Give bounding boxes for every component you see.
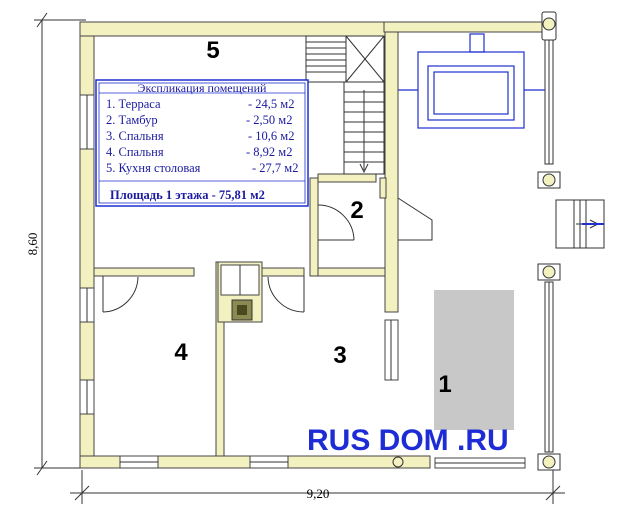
watermark: RUS DOM .RU (307, 424, 509, 457)
room-number-3: 3 (333, 342, 346, 369)
width-dimension: 9,20 (70, 470, 565, 504)
terrace-steps (555, 199, 605, 249)
explication-table: Экспликация помещений 1. Терраса - 24,5 … (95, 79, 309, 207)
terrace-railing (392, 11, 561, 471)
height-dimension: 8,60 (25, 12, 86, 476)
room-number-4: 4 (174, 339, 188, 366)
explication-item-1-name: 1. Терраса (106, 97, 161, 111)
room-number-5: 5 (206, 37, 219, 64)
explication-item-4-area: - 8,92 м2 (246, 145, 292, 159)
explication-item-1-area: - 24,5 м2 (248, 97, 294, 111)
terrace-table (434, 290, 514, 430)
interior-walls (93, 173, 387, 457)
width-label: 9,20 (307, 486, 330, 501)
room-number-2: 2 (350, 197, 363, 224)
explication-item-2-area: - 2,50 м2 (246, 113, 292, 127)
explication-total: Площадь 1 этажа - 75,81 м2 (110, 188, 265, 202)
explication-item-5-area: - 27,7 м2 (252, 161, 298, 175)
doors (102, 197, 433, 313)
explication-item-3-name: 3. Спальня (106, 129, 164, 143)
explication-title: Экспликация помещений (138, 81, 267, 95)
windows (79, 94, 526, 469)
sofa-icon (398, 33, 545, 129)
staircase (305, 35, 385, 175)
explication-item-4-name: 4. Спальня (106, 145, 164, 159)
explication-item-3-area: - 10,6 м2 (248, 129, 294, 143)
height-label: 8,60 (25, 233, 40, 256)
explication-item-2-name: 2. Тамбур (106, 113, 158, 127)
room-number-1: 1 (438, 371, 451, 398)
stove (217, 261, 263, 323)
explication-item-5-name: 5. Кухня столовая (106, 161, 201, 175)
